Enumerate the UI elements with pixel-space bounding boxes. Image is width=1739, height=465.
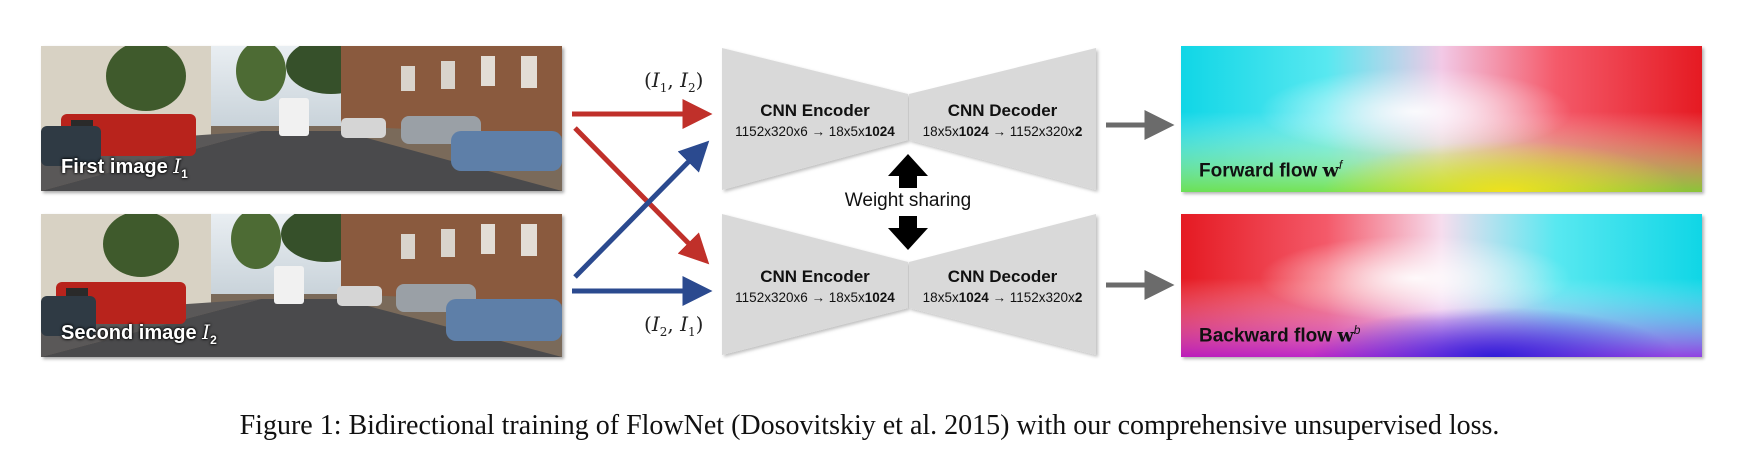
backward-decoder-shape (909, 214, 1096, 355)
forward-encoder-shape (722, 48, 908, 190)
forward-decoder-shape (909, 48, 1096, 190)
street-scene-illustration (41, 214, 562, 357)
backward-flow-colormap (1181, 214, 1702, 357)
forward-pair-label: (I1, I2) (644, 68, 704, 95)
forward-flow-colormap (1181, 46, 1702, 192)
backward-encoder-shape (722, 214, 908, 355)
figure-caption: Figure 1: Bidirectional training of Flow… (239, 410, 1500, 441)
street-scene-illustration (41, 46, 562, 191)
backward-decoder-text: CNN Decoder 18x5x1024 → 1152x320x2 (922, 267, 1083, 305)
weight-sharing-up-arrow (888, 154, 928, 188)
second-image-photo: Second image I2 (41, 214, 562, 357)
first-image-photo: First image I1 (41, 46, 562, 191)
backward-encoder-text: CNN Encoder 1152x320x6 → 18x5x1024 (735, 267, 895, 305)
second-image-label: Second image I2 (61, 320, 217, 347)
backward-flow-map: Backward flow wb (1181, 214, 1702, 357)
weight-sharing-down-arrow (888, 216, 928, 250)
backward-pair-label: (I2, I1) (644, 312, 704, 339)
blue-arrow-to-forward-net (573, 140, 710, 279)
backward-flow-label: Backward flow wb (1199, 322, 1361, 346)
forward-flow-map: Forward flow wf (1181, 46, 1702, 192)
weight-sharing-label: Weight sharing (844, 190, 972, 211)
first-image-label: First image I1 (61, 154, 188, 181)
forward-flow-label: Forward flow wf (1199, 157, 1343, 181)
forward-encoder-text: CNN Encoder 1152x320x6 → 18x5x1024 (735, 101, 895, 139)
forward-decoder-text: CNN Decoder 18x5x1024 → 1152x320x2 (922, 101, 1083, 139)
red-arrow-to-backward-net (573, 126, 710, 265)
